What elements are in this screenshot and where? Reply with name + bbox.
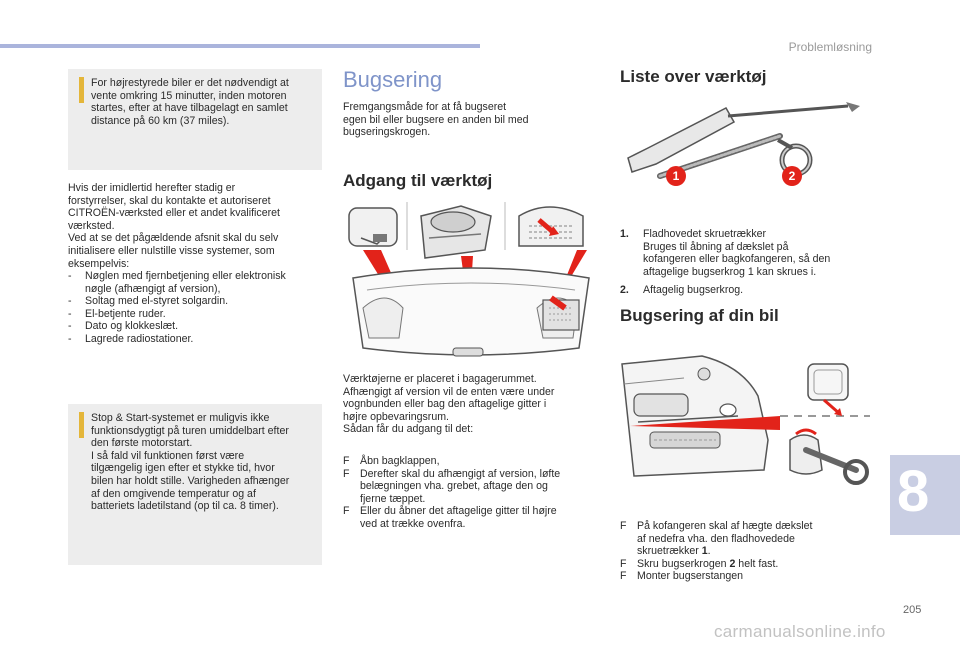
info-icon [79,77,84,103]
step-marker-icon: F [620,520,627,532]
badge-2 [782,166,802,186]
info-icon [79,412,84,438]
list-item: -Nøglen med fjernbetjening eller elektro… [68,270,286,295]
info-box-stop-start: Stop & Start-systemet er muligvis ikke f… [68,404,322,565]
car-front-image [621,355,769,477]
tools-list: 1.Fladhovedet skruetrækker Bruges til åb… [620,228,875,303]
info-box-right-hand-drive: For højrestyrede biler er det nødvendigt… [68,69,322,170]
chapter-number: 8 [897,459,930,524]
tools-location-text: Værktøjerne er placeret i bagagerummet. … [343,373,555,436]
chapter-tab [890,455,960,535]
badge-1-label: 1 [673,169,680,183]
list-item: 1.Fladhovedet skruetrækker Bruges til åb… [620,228,831,278]
intro-text: Fremgangsmåde for at få bugseret egen bi… [343,101,529,139]
list-item: 2.Aftagelig bugserkrog. [620,284,744,297]
step-marker-icon: F [343,505,350,518]
trunk-illustration [348,202,590,357]
watermark: carmanualsonline.info [714,622,886,641]
towing-title: Bugsering af din bil [620,306,779,325]
badge-2-label: 2 [789,169,796,183]
list-item: -Dato og klokkeslæt. [68,320,179,333]
header-bar [0,44,480,48]
reset-systems-list: -Nøglen med fjernbetjening eller elektro… [68,270,324,346]
bumper-cover-image [807,363,849,416]
list-item: -Soltag med el-styret solgardin. [68,295,229,308]
removable-grille-image [518,206,584,247]
list-item: -El-betjente ruder. [68,307,166,320]
tow-hook-mounted-image [789,428,869,485]
page-title: Bugsering [343,67,443,92]
lid-handle-image [348,207,398,247]
towing-illustration [621,355,870,485]
step-marker-icon: F [620,570,627,583]
tool-compartment-image [420,205,492,259]
page-number: 205 [903,604,922,616]
list-item: -Lagrede radiostationer. [68,332,194,345]
subtitle-tool-access: Adgang til værktøj [343,171,493,190]
step-marker-icon: F [343,455,350,467]
screwdriver-image [627,102,860,173]
info-box-text: For højrestyrede biler er det nødvendigt… [91,77,289,127]
step-marker-icon: F [620,557,627,570]
badge-1 [666,166,686,186]
info-box-text: Stop & Start-systemet er muligvis ikke f… [91,412,290,513]
left-paragraph: Hvis der imidlertid herefter stadig er f… [68,182,280,270]
step-marker-icon: F [343,467,350,480]
tools-list-title: Liste over værktøj [620,67,767,86]
tools-illustration: 1 2 [627,102,860,186]
section-title: Problemløsning [788,40,872,54]
